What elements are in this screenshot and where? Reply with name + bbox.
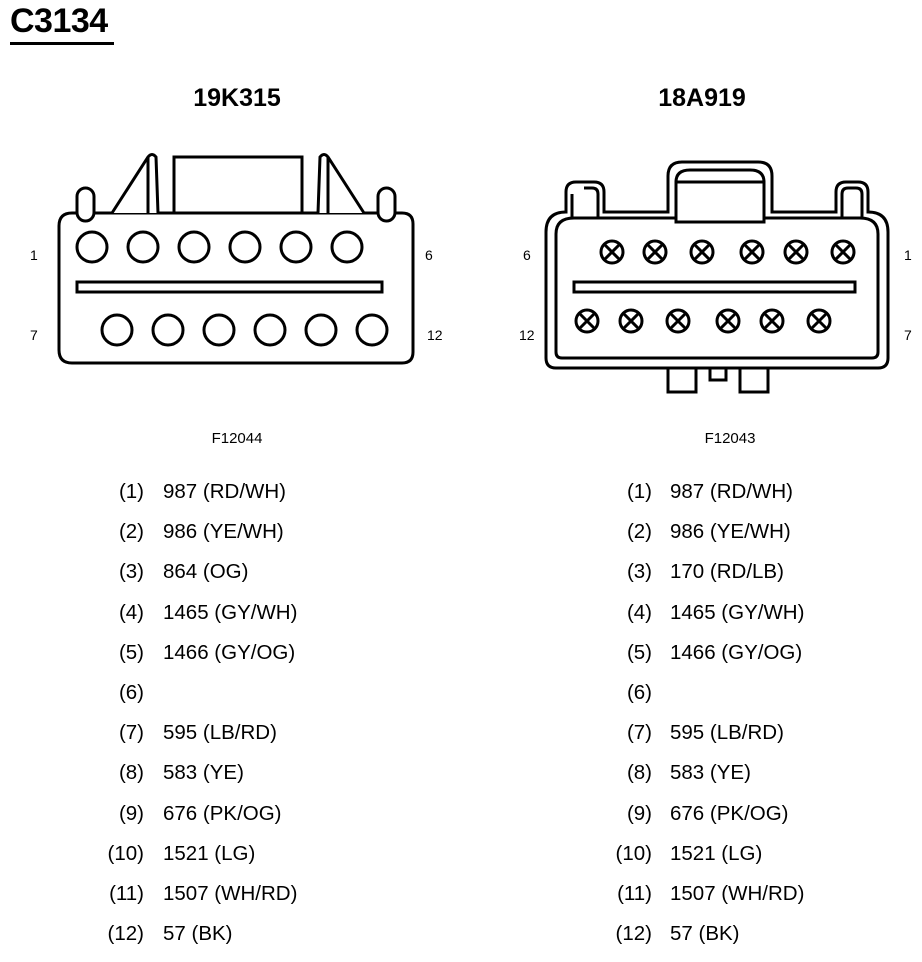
- pin-cavity: [330, 230, 364, 264]
- pin-number: (2): [118, 520, 144, 544]
- pin-number: (7): [626, 721, 652, 745]
- pin-wire: 986 (YE/WH): [670, 520, 791, 544]
- pin-cavity: [126, 230, 160, 264]
- pin-wire: 987 (RD/WH): [163, 480, 287, 503]
- pin-terminal: [759, 308, 785, 334]
- title-underline: [10, 42, 114, 45]
- pin-wire: 170 (RD/LB): [670, 560, 784, 584]
- right-label-bottom-right: 7: [904, 327, 912, 343]
- pin-wire: 1466 (GY/OG): [670, 640, 803, 664]
- pin-wire: 1465 (GY/WH): [670, 600, 805, 624]
- pin-wire: 986 (YE/WH): [163, 520, 284, 544]
- pin-wire: 1465 (GY/WH): [163, 600, 298, 624]
- right-label-top-left: 6: [523, 247, 531, 263]
- connector-drawings: [57, 153, 890, 394]
- pin-number: (4): [118, 600, 144, 624]
- pin-number: (12): [615, 922, 652, 946]
- pin-wire: 595 (LB/RD): [163, 721, 277, 745]
- pin-number: (2): [626, 520, 652, 544]
- pin-terminal: [830, 239, 856, 265]
- left-label-bottom-left: 7: [30, 327, 38, 343]
- pin-cavity: [228, 230, 262, 264]
- pin-wire: 676 (PK/OG): [163, 801, 282, 825]
- pin-number: (8): [118, 761, 144, 785]
- left-label-top-left: 1: [30, 247, 38, 263]
- left-connector-top-pins: [75, 230, 364, 264]
- pin-number: (10): [615, 841, 652, 865]
- pin-number: (7): [118, 721, 144, 745]
- pin-terminal: [618, 308, 644, 334]
- pin-wire: 987 (RD/WH): [670, 480, 794, 503]
- pin-terminal: [806, 308, 832, 334]
- pin-cavity: [75, 230, 109, 264]
- pin-cavity: [304, 313, 338, 347]
- pin-terminal: [642, 239, 668, 265]
- pin-terminal: [689, 239, 715, 265]
- pin-number: (4): [626, 600, 652, 624]
- pin-wire: 583 (YE): [163, 761, 244, 785]
- pin-cavity: [253, 313, 287, 347]
- pin-cavity: [279, 230, 313, 264]
- left-label-bottom-right: 12: [427, 327, 443, 343]
- right-connector-bottom-pins: [574, 308, 832, 334]
- right-label-top-right: 1: [904, 247, 912, 263]
- left-connector-title: 19K315: [193, 84, 281, 112]
- right-connector-top-pins: [599, 239, 856, 265]
- left-label-top-right: 6: [425, 247, 433, 263]
- pin-wire: 1466 (GY/OG): [163, 640, 296, 664]
- pin-number: (5): [118, 640, 144, 664]
- pin-cavity: [355, 313, 389, 347]
- page-title: C3134: [10, 2, 108, 40]
- pin-wire: 1521 (LG): [163, 841, 256, 865]
- pin-number: (1): [118, 480, 144, 503]
- right-connector-face: [544, 160, 890, 394]
- pin-cavity: [202, 313, 236, 347]
- pin-number: (6): [626, 680, 652, 704]
- pin-wire: 595 (LB/RD): [670, 721, 784, 745]
- pin-terminal: [739, 239, 765, 265]
- pin-wire: 57 (BK): [163, 922, 233, 946]
- pin-number: (6): [118, 680, 144, 704]
- pin-number: (9): [626, 801, 652, 825]
- pin-terminal: [665, 308, 691, 334]
- pin-number: (1): [626, 480, 652, 503]
- left-connector-bottom-pins: [100, 313, 389, 347]
- pin-cavity: [177, 230, 211, 264]
- pin-wire: 1521 (LG): [670, 841, 763, 865]
- right-figure-id: F12043: [704, 430, 756, 447]
- pin-wire: 1507 (WH/RD): [163, 881, 298, 905]
- left-figure-id: F12044: [211, 430, 263, 447]
- pin-number: (12): [107, 922, 144, 946]
- pin-number: (10): [107, 841, 144, 865]
- pin-cavity: [100, 313, 134, 347]
- pin-wire: 1507 (WH/RD): [670, 881, 805, 905]
- pin-terminal: [715, 308, 741, 334]
- pin-wire: 864 (OG): [163, 560, 249, 584]
- pin-wire: 583 (YE): [670, 761, 751, 785]
- right-connector-title: 18A919: [658, 84, 746, 112]
- pin-wire: 676 (PK/OG): [670, 801, 789, 825]
- pin-number: (3): [626, 560, 652, 584]
- pin-number: (8): [626, 761, 652, 785]
- pin-number: (9): [118, 801, 144, 825]
- pin-number: (3): [118, 560, 144, 584]
- pin-number: (11): [109, 881, 144, 905]
- pin-number: (5): [626, 640, 652, 664]
- right-label-bottom-left: 12: [519, 327, 535, 343]
- pin-cavity: [151, 313, 185, 347]
- pin-number: (11): [617, 881, 652, 905]
- pin-terminal: [783, 239, 809, 265]
- pin-wire: 57 (BK): [670, 922, 740, 946]
- pin-terminal: [599, 239, 625, 265]
- pin-terminal: [574, 308, 600, 334]
